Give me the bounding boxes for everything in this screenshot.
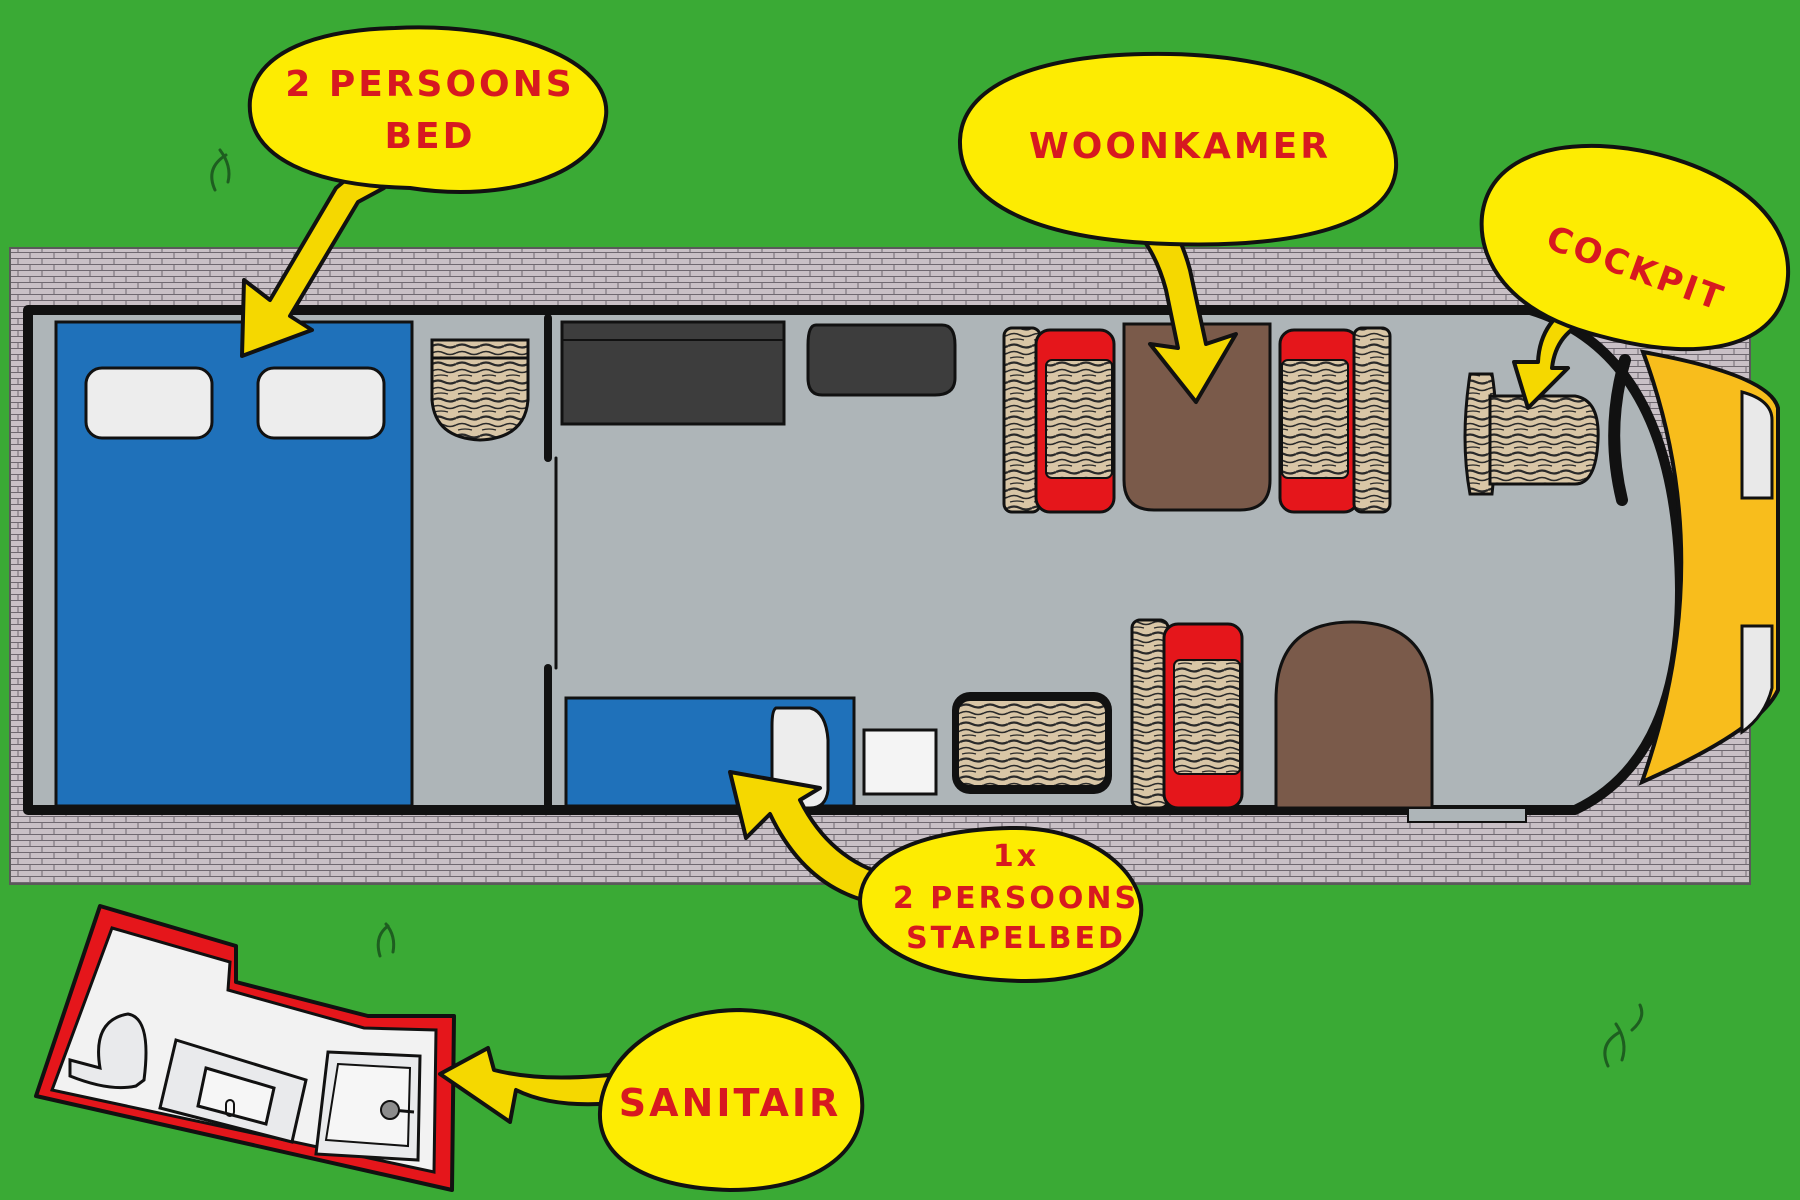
partition-wall	[544, 314, 558, 810]
cabinet-icon	[430, 338, 530, 442]
arrow-to-bunk-bed	[728, 770, 892, 904]
label-bunk-bed-line2: 2 PERSOONS	[893, 881, 1139, 916]
seat-icon	[1488, 394, 1600, 486]
white-cabinet	[862, 728, 938, 796]
headlight-bottom	[1740, 624, 1774, 735]
label-living-room: WOONKAMER	[1029, 126, 1331, 167]
label-sanitary: SANITAIR	[619, 1081, 842, 1125]
bench-seat	[952, 692, 1112, 794]
grass-tuft-icon	[210, 148, 1644, 1068]
cockpit-seat	[1463, 372, 1600, 496]
label-bunk-bed-line1: 1x	[993, 839, 1039, 874]
cabinet-icon	[430, 338, 530, 360]
living-seating-bottom	[1130, 618, 1434, 810]
headlight-top	[1740, 390, 1774, 500]
callout-double-bed: 2 PERSOONS BED	[247, 25, 609, 194]
table-icon	[1274, 620, 1434, 810]
dark-cabinet	[806, 323, 957, 397]
dashboard	[1608, 354, 1631, 506]
toilet-icon	[68, 1012, 148, 1090]
pillow-icon	[256, 366, 386, 440]
sideboard	[560, 320, 786, 426]
table-icon	[1122, 322, 1272, 512]
label-double-bed-line2: BED	[385, 116, 476, 157]
label-bunk-bed-line3: STAPELBED	[906, 921, 1126, 956]
seat-cushion	[1173, 659, 1241, 775]
callout-sanitary: SANITAIR	[597, 1007, 865, 1193]
armchair-icon	[1352, 326, 1392, 514]
callout-living-room: WOONKAMER	[957, 51, 1399, 247]
callout-bunk-bed: 1x 2 PERSOONS STAPELBED	[857, 825, 1144, 983]
seat-cushion	[1045, 359, 1113, 479]
seat-cushion	[1281, 359, 1349, 479]
double-bed	[54, 320, 414, 808]
callout-cockpit: COCKPIT	[1479, 143, 1791, 352]
pillow-icon	[84, 366, 214, 440]
arrow-to-sanitary	[438, 1046, 642, 1124]
living-seating-top	[1002, 322, 1392, 514]
arrow-to-double-bed	[240, 166, 386, 358]
sanitary-unit	[34, 904, 456, 1192]
label-double-bed-line1: 2 PERSOONS	[285, 64, 574, 105]
step	[1407, 807, 1527, 823]
